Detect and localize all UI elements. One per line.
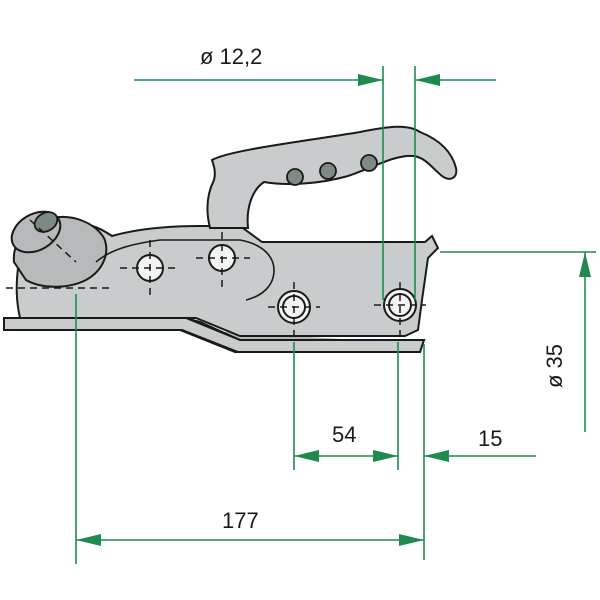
body-contour [95, 239, 275, 301]
base-flange [3, 317, 426, 353]
safety-knob [10, 210, 62, 254]
grip-bump-3 [360, 154, 378, 172]
overall-length-label: 177 [222, 508, 259, 533]
dimension-hole-spacing: 54 [293, 342, 399, 470]
height-diameter-label: ø 35 [542, 344, 567, 388]
dimension-edge-offset: 15 [423, 344, 536, 560]
hole-diameter-label: ø 12,2 [200, 44, 262, 69]
grip-bump-2 [319, 162, 337, 180]
dimension-height: ø 35 [440, 251, 596, 432]
dimension-overall-length: 177 [75, 294, 424, 564]
center-lines [6, 219, 426, 335]
dimension-hole-diameter: ø 12,2 [134, 44, 496, 300]
coupling-part [3, 125, 458, 353]
hole-spacing-label: 54 [332, 422, 356, 447]
grip-bump-1 [286, 168, 304, 186]
edge-offset-label: 15 [478, 426, 502, 451]
